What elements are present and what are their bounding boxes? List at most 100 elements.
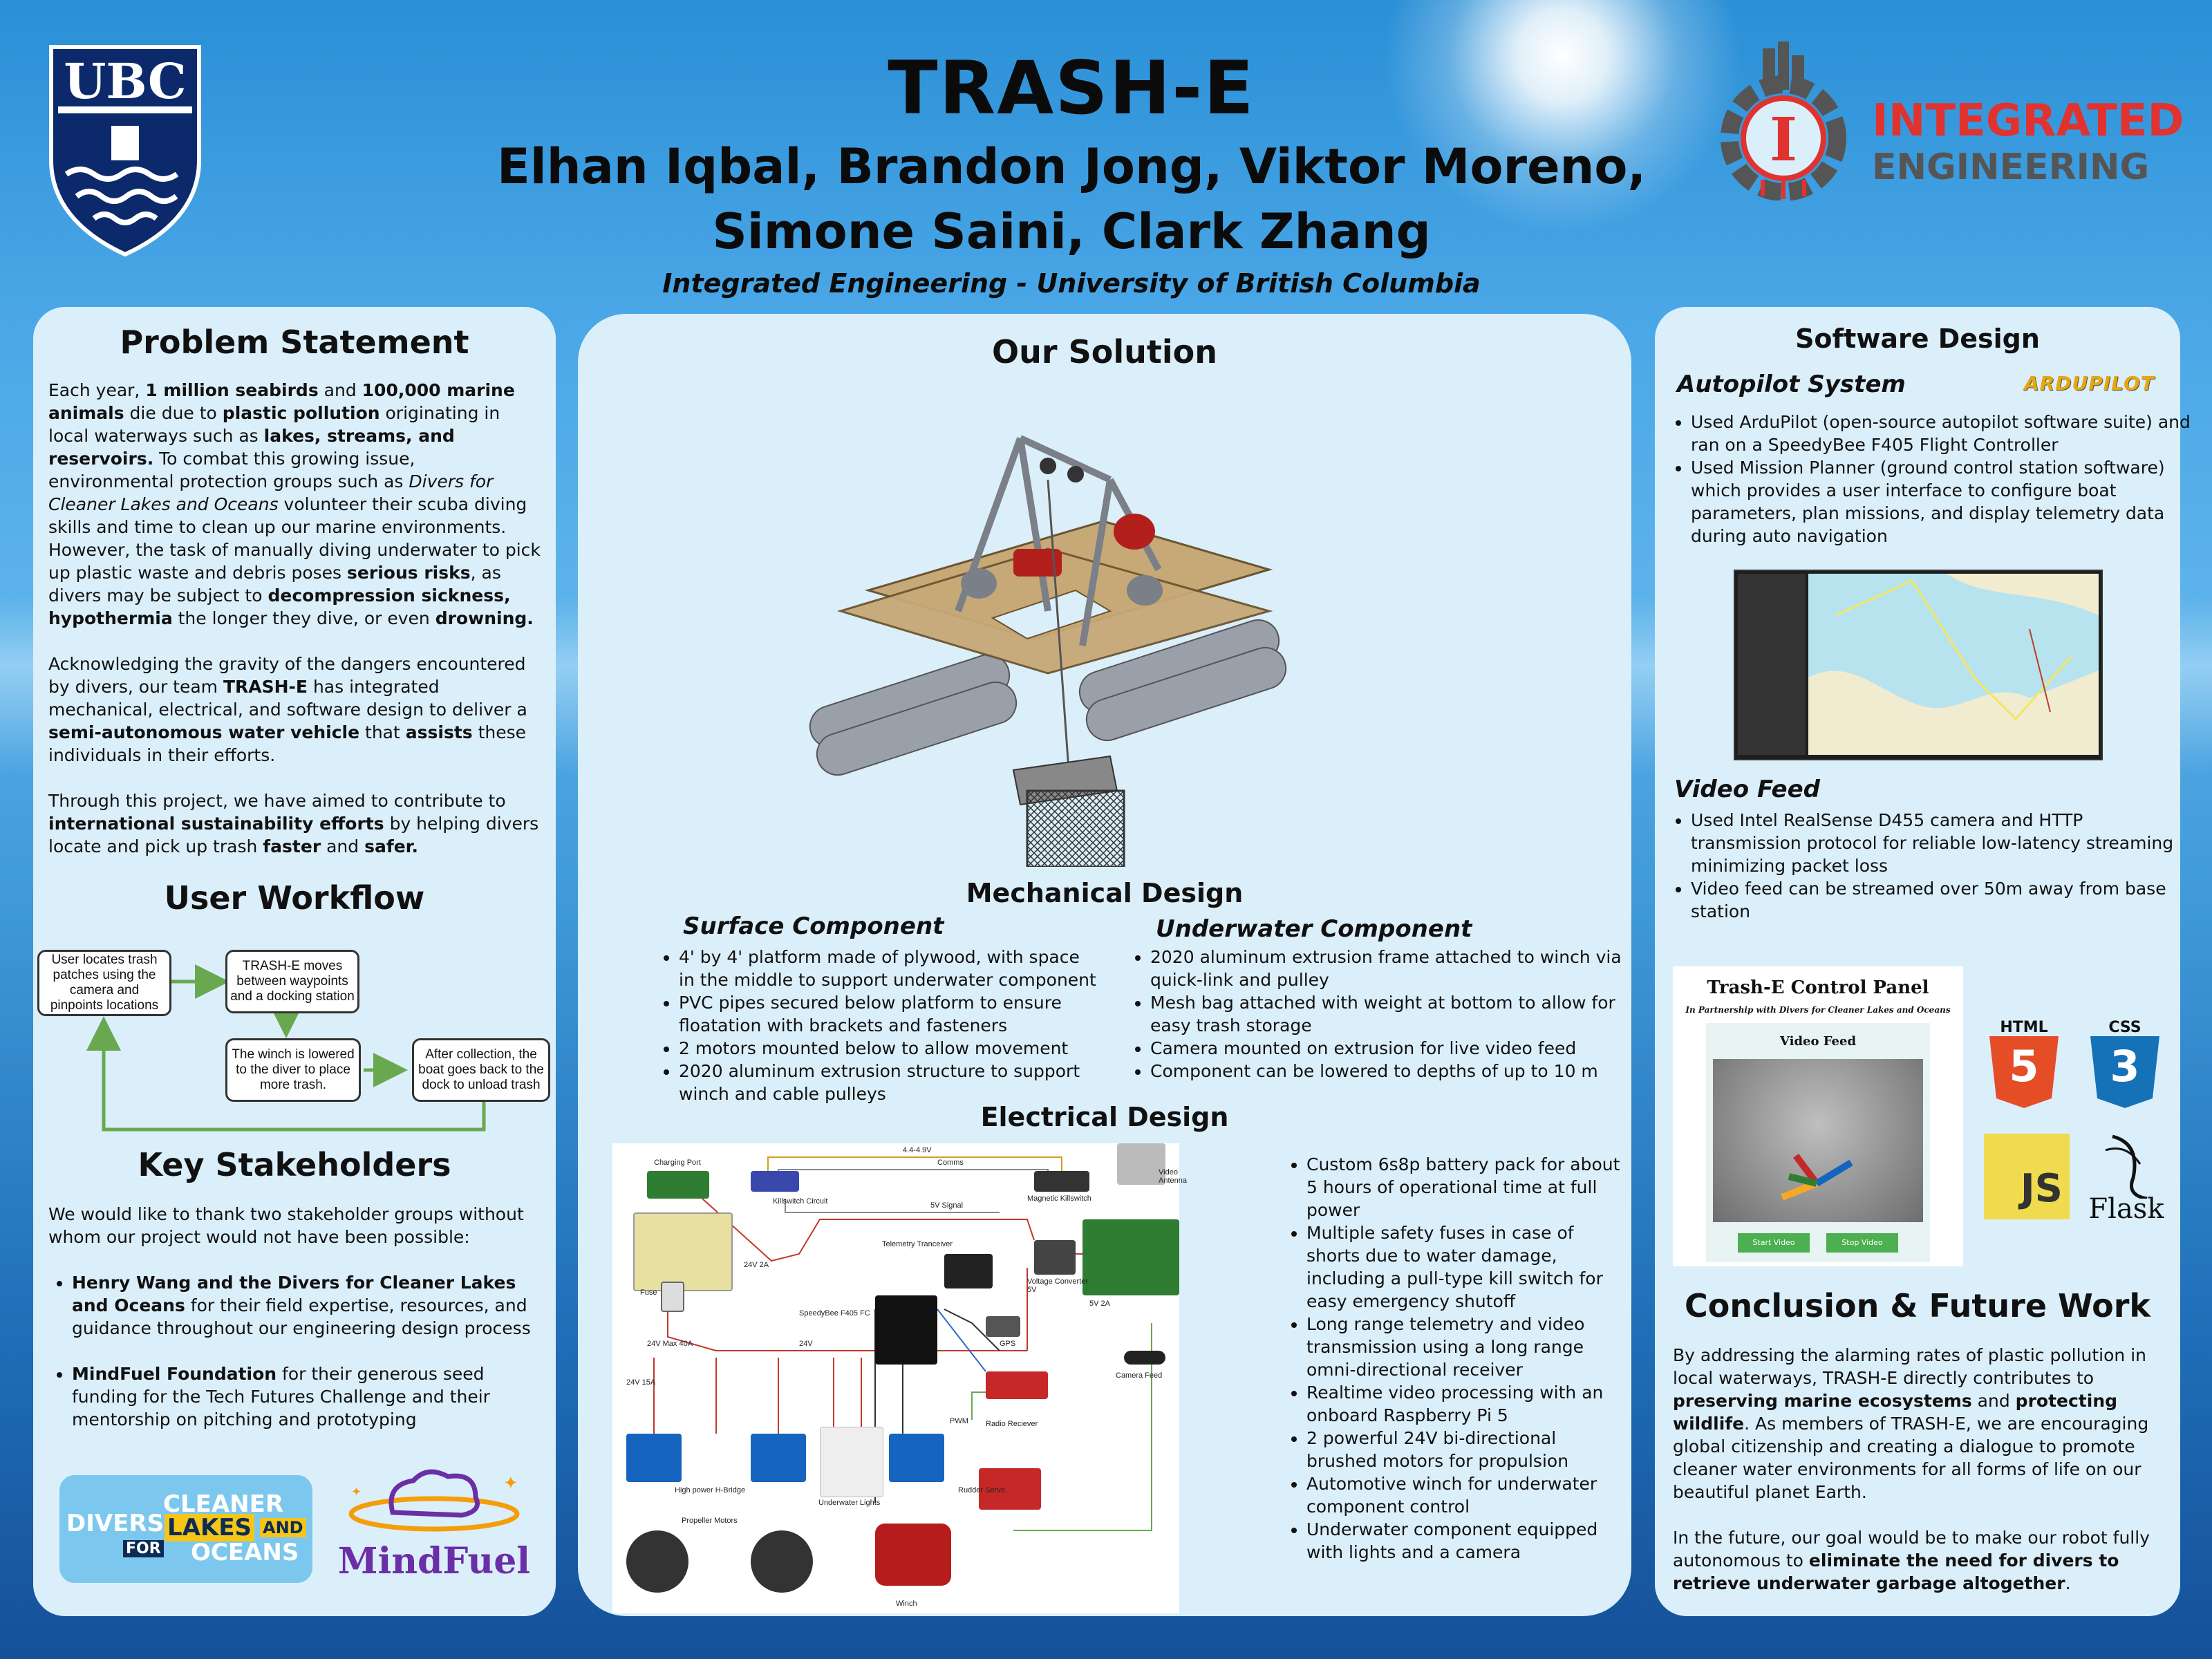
conclusion-text: By addressing the alarming rates of plas… [1673, 1344, 2168, 1595]
left-panel: Problem Statement Each year, 1 million s… [33, 307, 556, 1616]
electrical-item: Realtime video processing with an onboar… [1306, 1381, 1631, 1427]
text-run: drowning. [435, 608, 534, 628]
problem-paragraph-1: Each year, 1 million seabirds and 100,00… [48, 379, 543, 630]
label-5v-signal: 5V Signal [930, 1201, 964, 1210]
svg-text:✦: ✦ [503, 1473, 518, 1494]
text-run: Each year, [48, 380, 146, 400]
label-5v-2a: 5V 2A [1089, 1300, 1110, 1308]
js-logo: JS [1984, 1134, 2070, 1219]
underwater-item: Component can be lowered to depths of up… [1150, 1060, 1634, 1082]
voltage-converter-component [1034, 1240, 1076, 1275]
workflow-step-1: User locates trash patches using the cam… [37, 950, 171, 1016]
label-24v-max: 24V Max 40A [647, 1340, 693, 1348]
label-24v-2a: 24V 2A [744, 1261, 769, 1269]
text-run: assists [405, 722, 473, 742]
divers-logo: DIVERS CLEANER LAKES AND FOR OCEANS [59, 1475, 312, 1583]
servo-component [979, 1468, 1041, 1510]
ie-logo-letter: I [1769, 105, 1798, 175]
video-item: Used Intel RealSense D455 camera and HTT… [1691, 809, 2188, 877]
stakeholders-heading: Key Stakeholders [138, 1146, 451, 1183]
electrical-item: Long range telemetry and video transmiss… [1306, 1313, 1631, 1381]
text-run: the longer they dive, or even [172, 608, 435, 628]
divers-logo-word-3: LAKES [165, 1514, 255, 1541]
underwater-item: 2020 aluminum extrusion frame attached t… [1150, 946, 1634, 991]
control-panel-screenshot: Trash-E Control Panel In Partnership wit… [1673, 966, 1963, 1266]
stakeholder-1-desc: for their field expertise, resources, an… [72, 1295, 531, 1338]
html5-label: HTML [2000, 1019, 2048, 1036]
text-run: To combat this growing issue, environmen… [48, 449, 415, 491]
divers-logo-word-5: FOR [123, 1540, 164, 1557]
video-heading: Video Feed [1674, 776, 1821, 803]
authors-line-1: Elhan Iqbal, Brandon Jong, Viktor Moreno… [496, 138, 1647, 195]
divers-logo-word-1: DIVERS [66, 1510, 165, 1537]
text-run: and [321, 836, 365, 856]
label-24v: 24V [799, 1340, 813, 1348]
label-camera-feed: Camera Feed [1116, 1371, 1163, 1380]
mission-planner-screenshot [1734, 570, 2103, 760]
text-run: . As members of TRASH-E, we are encourag… [1673, 1414, 2149, 1502]
stakeholder-2-name: MindFuel Foundation [72, 1364, 277, 1384]
control-panel-title: Trash-E Control Panel [1707, 977, 1929, 998]
hbridge-2-component [751, 1434, 806, 1482]
motor-2-component [751, 1530, 813, 1593]
battery-pack-component [633, 1212, 733, 1291]
ubc-logo-text: UBC [64, 53, 187, 110]
text-run: volunteer their scuba diving skills and … [48, 494, 541, 583]
text-run: and [318, 380, 362, 400]
label-magnetic: Magnetic Killswitch [1027, 1194, 1091, 1203]
camera-component [1124, 1351, 1165, 1365]
affiliation: Integrated Engineering - University of B… [662, 268, 1481, 299]
surface-item: 4' by 4' platform made of plywood, with … [679, 946, 1100, 991]
label-motors: Propeller Motors [682, 1517, 738, 1525]
text-run: Through this project, we have aimed to c… [48, 791, 506, 811]
stop-video-button[interactable]: Stop Video [1826, 1233, 1898, 1253]
electrical-item: 2 powerful 24V bi-directional brushed mo… [1306, 1427, 1631, 1472]
motor-1-component [626, 1530, 688, 1593]
ardupilot-logo: ARDUPILOT [2024, 372, 2155, 395]
text-run: die due to [124, 403, 223, 423]
css3-number: 3 [2110, 1041, 2140, 1091]
underwater-item: Mesh bag attached with weight at bottom … [1150, 991, 1634, 1037]
text-run: originating in local waterways such as [48, 403, 500, 446]
boat-cad-render [785, 383, 1338, 868]
gps-component [986, 1316, 1020, 1337]
mission-planner-sidebar [1738, 574, 1806, 755]
problem-text: Each year, 1 million seabirds and 100,00… [48, 379, 543, 858]
text-run: , as divers may be subject to [48, 563, 501, 606]
text-run: safer. [364, 836, 418, 856]
text-run: and [1971, 1391, 2016, 1411]
right-panel: Software Design Autopilot System ARDUPIL… [1655, 307, 2191, 1616]
stakeholder-item-2: MindFuel Foundation for their generous s… [72, 1362, 543, 1431]
control-panel-subtitle: In Partnership with Divers for Cleaner L… [1685, 1005, 1951, 1015]
text-run: has integrated mechanical, electrical, a… [48, 677, 527, 720]
label-killswitch: Killswitch Circuit [773, 1197, 828, 1206]
mechanical-heading: Mechanical Design [966, 878, 1244, 908]
text-run: semi-autonomous water vehicle [48, 722, 360, 742]
text-run: international sustainability efforts [48, 814, 384, 834]
label-radio: Radio Reciever [986, 1420, 1038, 1428]
text-run: eliminate the need for divers to retriev… [1673, 1550, 2119, 1593]
text-run: faster [263, 836, 321, 856]
label-fc: SpeedyBee F405 FC [799, 1309, 870, 1318]
start-video-button[interactable]: Start Video [1738, 1233, 1810, 1253]
raspberry-pi-component [1082, 1219, 1179, 1295]
ubc-logo: UBC [46, 43, 205, 259]
text-run: lakes, streams, and reservoirs. [48, 426, 455, 469]
video-feed-frame [1713, 1059, 1923, 1222]
solution-heading: Our Solution [992, 333, 1217, 371]
text-run: serious risks [347, 563, 471, 583]
label-winch: Winch [896, 1600, 917, 1608]
killswitch-component [751, 1171, 799, 1192]
flight-controller-component [875, 1295, 937, 1365]
label-4v: 4.4-4.9V [903, 1146, 932, 1154]
workflow-step-4: After collection, the boat goes back to … [412, 1038, 550, 1102]
text-run: that [359, 722, 406, 742]
css3-label: CSS [2108, 1019, 2141, 1036]
software-heading: Software Design [1795, 324, 2040, 354]
video-antenna-component [1117, 1143, 1165, 1185]
video-feed-label: Video Feed [1779, 1034, 1857, 1049]
electrical-heading: Electrical Design [980, 1102, 1229, 1132]
svg-text:✦: ✦ [351, 1485, 362, 1499]
electrical-item: Automotive winch for underwater componen… [1306, 1472, 1631, 1518]
label-charging-port: Charging Port [654, 1159, 701, 1167]
